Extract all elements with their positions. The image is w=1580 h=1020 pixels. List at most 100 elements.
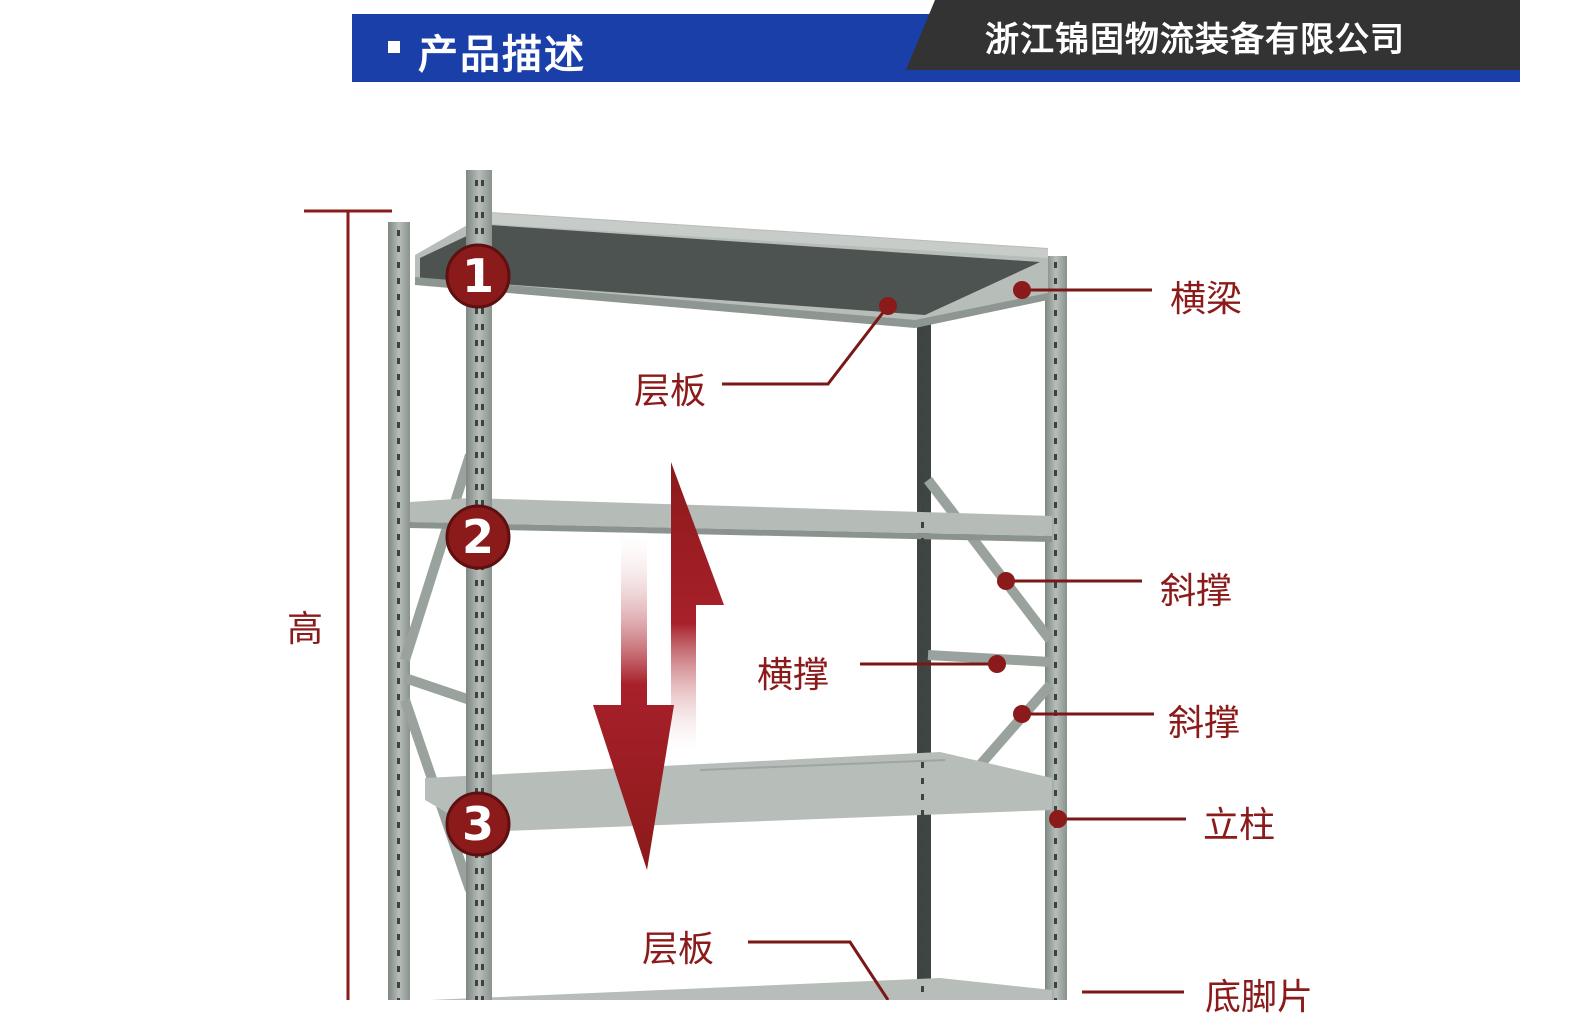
shelf-number-badge-1: 1 [445,243,511,309]
upright-slot [397,758,400,764]
upright-slot [397,278,400,284]
upright-slot [921,746,924,752]
upright-slot [475,372,478,378]
upright-slot [481,596,484,602]
upright-slot [475,404,478,410]
upright-slot [481,948,484,954]
upright-slot [1054,742,1057,748]
upright-slot [475,932,478,938]
upright-slot [921,490,924,496]
upright-slot [921,778,924,784]
upright-slot [397,886,400,892]
upright-slot [481,468,484,474]
upright-slot [921,762,924,768]
upright-slot [921,954,924,960]
upright-slot [1054,774,1057,780]
upright-slot [1054,422,1057,428]
upright-slot [397,582,400,588]
upright-slot [921,586,924,592]
upright-slot [397,710,400,716]
header-company-plate [906,0,1520,70]
upright-slot [397,310,400,316]
upright-slot [475,692,478,698]
upright-slot [1054,854,1057,860]
upright-slot [481,324,484,330]
upright-slot [397,982,400,988]
upright-slot [397,678,400,684]
upright-slot [397,550,400,556]
upright-slot [921,346,924,352]
upright-slot [481,772,484,778]
upright-slot [397,390,400,396]
upright-slot [475,436,478,442]
upright-slot [1054,550,1057,556]
upright-slot [921,618,924,624]
upright-slot [921,554,924,560]
callout-dots [879,281,1067,828]
upright-slot [397,774,400,780]
company-name: 浙江锦固物流装备有限公司 [985,20,1405,60]
section-title: 产品描述 [418,32,586,78]
upright-slot [397,294,400,300]
upright-slot [1054,342,1057,348]
upright-slot [921,666,924,672]
upright-slot [1054,678,1057,684]
upright-slot [475,916,478,922]
upright-slot [481,932,484,938]
upright-slot [921,730,924,736]
upright-slot [1054,598,1057,604]
upright-slot [397,630,400,636]
upright-slot [481,484,484,490]
upright-slot [475,756,478,762]
upright-slot [921,794,924,800]
upright-slot [1054,582,1057,588]
label-shelf-board-top: 层板 [634,371,707,412]
upright-slot [481,628,484,634]
upright-slot [1054,694,1057,700]
upright-slot [475,180,478,186]
upright-slot [475,340,478,346]
upright-slot [1054,630,1057,636]
upright-slot [481,308,484,314]
upright-slot [481,436,484,442]
upright-slots [397,180,1057,1000]
upright-slot [921,890,924,896]
shelf-number-2: 2 [462,510,494,564]
upright-slot [921,426,924,432]
upright-slot [397,726,400,732]
upright-slot [475,740,478,746]
upright-slot [397,406,400,412]
upright-slot [921,922,924,928]
upright-slot [481,196,484,202]
label-diagonal-brace-2: 斜撑 [1168,703,1241,744]
upright-slot [475,484,478,490]
upright-slot [1054,662,1057,668]
height-dimension [304,209,392,1000]
upright-slot [1054,614,1057,620]
upright-slot [397,918,400,924]
upright-slot [397,998,400,1000]
upright-slot [481,500,484,506]
upright-slot [397,502,400,508]
upright-slot [397,950,400,956]
back-right-upright [917,322,931,1000]
upright-slot [1054,790,1057,796]
upright-slot [921,938,924,944]
upright-slot [921,682,924,688]
upright-slot [481,420,484,426]
upright-slot [397,358,400,364]
upright-slot [475,196,478,202]
upright-slot [921,602,924,608]
upright-slot [397,662,400,668]
upright-slot [1054,950,1057,956]
upright-slot [481,452,484,458]
upright-slot [921,458,924,464]
upright-slot [1054,390,1057,396]
upright-slot [921,570,924,576]
upright-slot [1054,646,1057,652]
upright-slot [481,708,484,714]
upright-slot [921,538,924,544]
upright-slot [397,614,400,620]
upright-slot [1054,454,1057,460]
upright-slot [397,742,400,748]
